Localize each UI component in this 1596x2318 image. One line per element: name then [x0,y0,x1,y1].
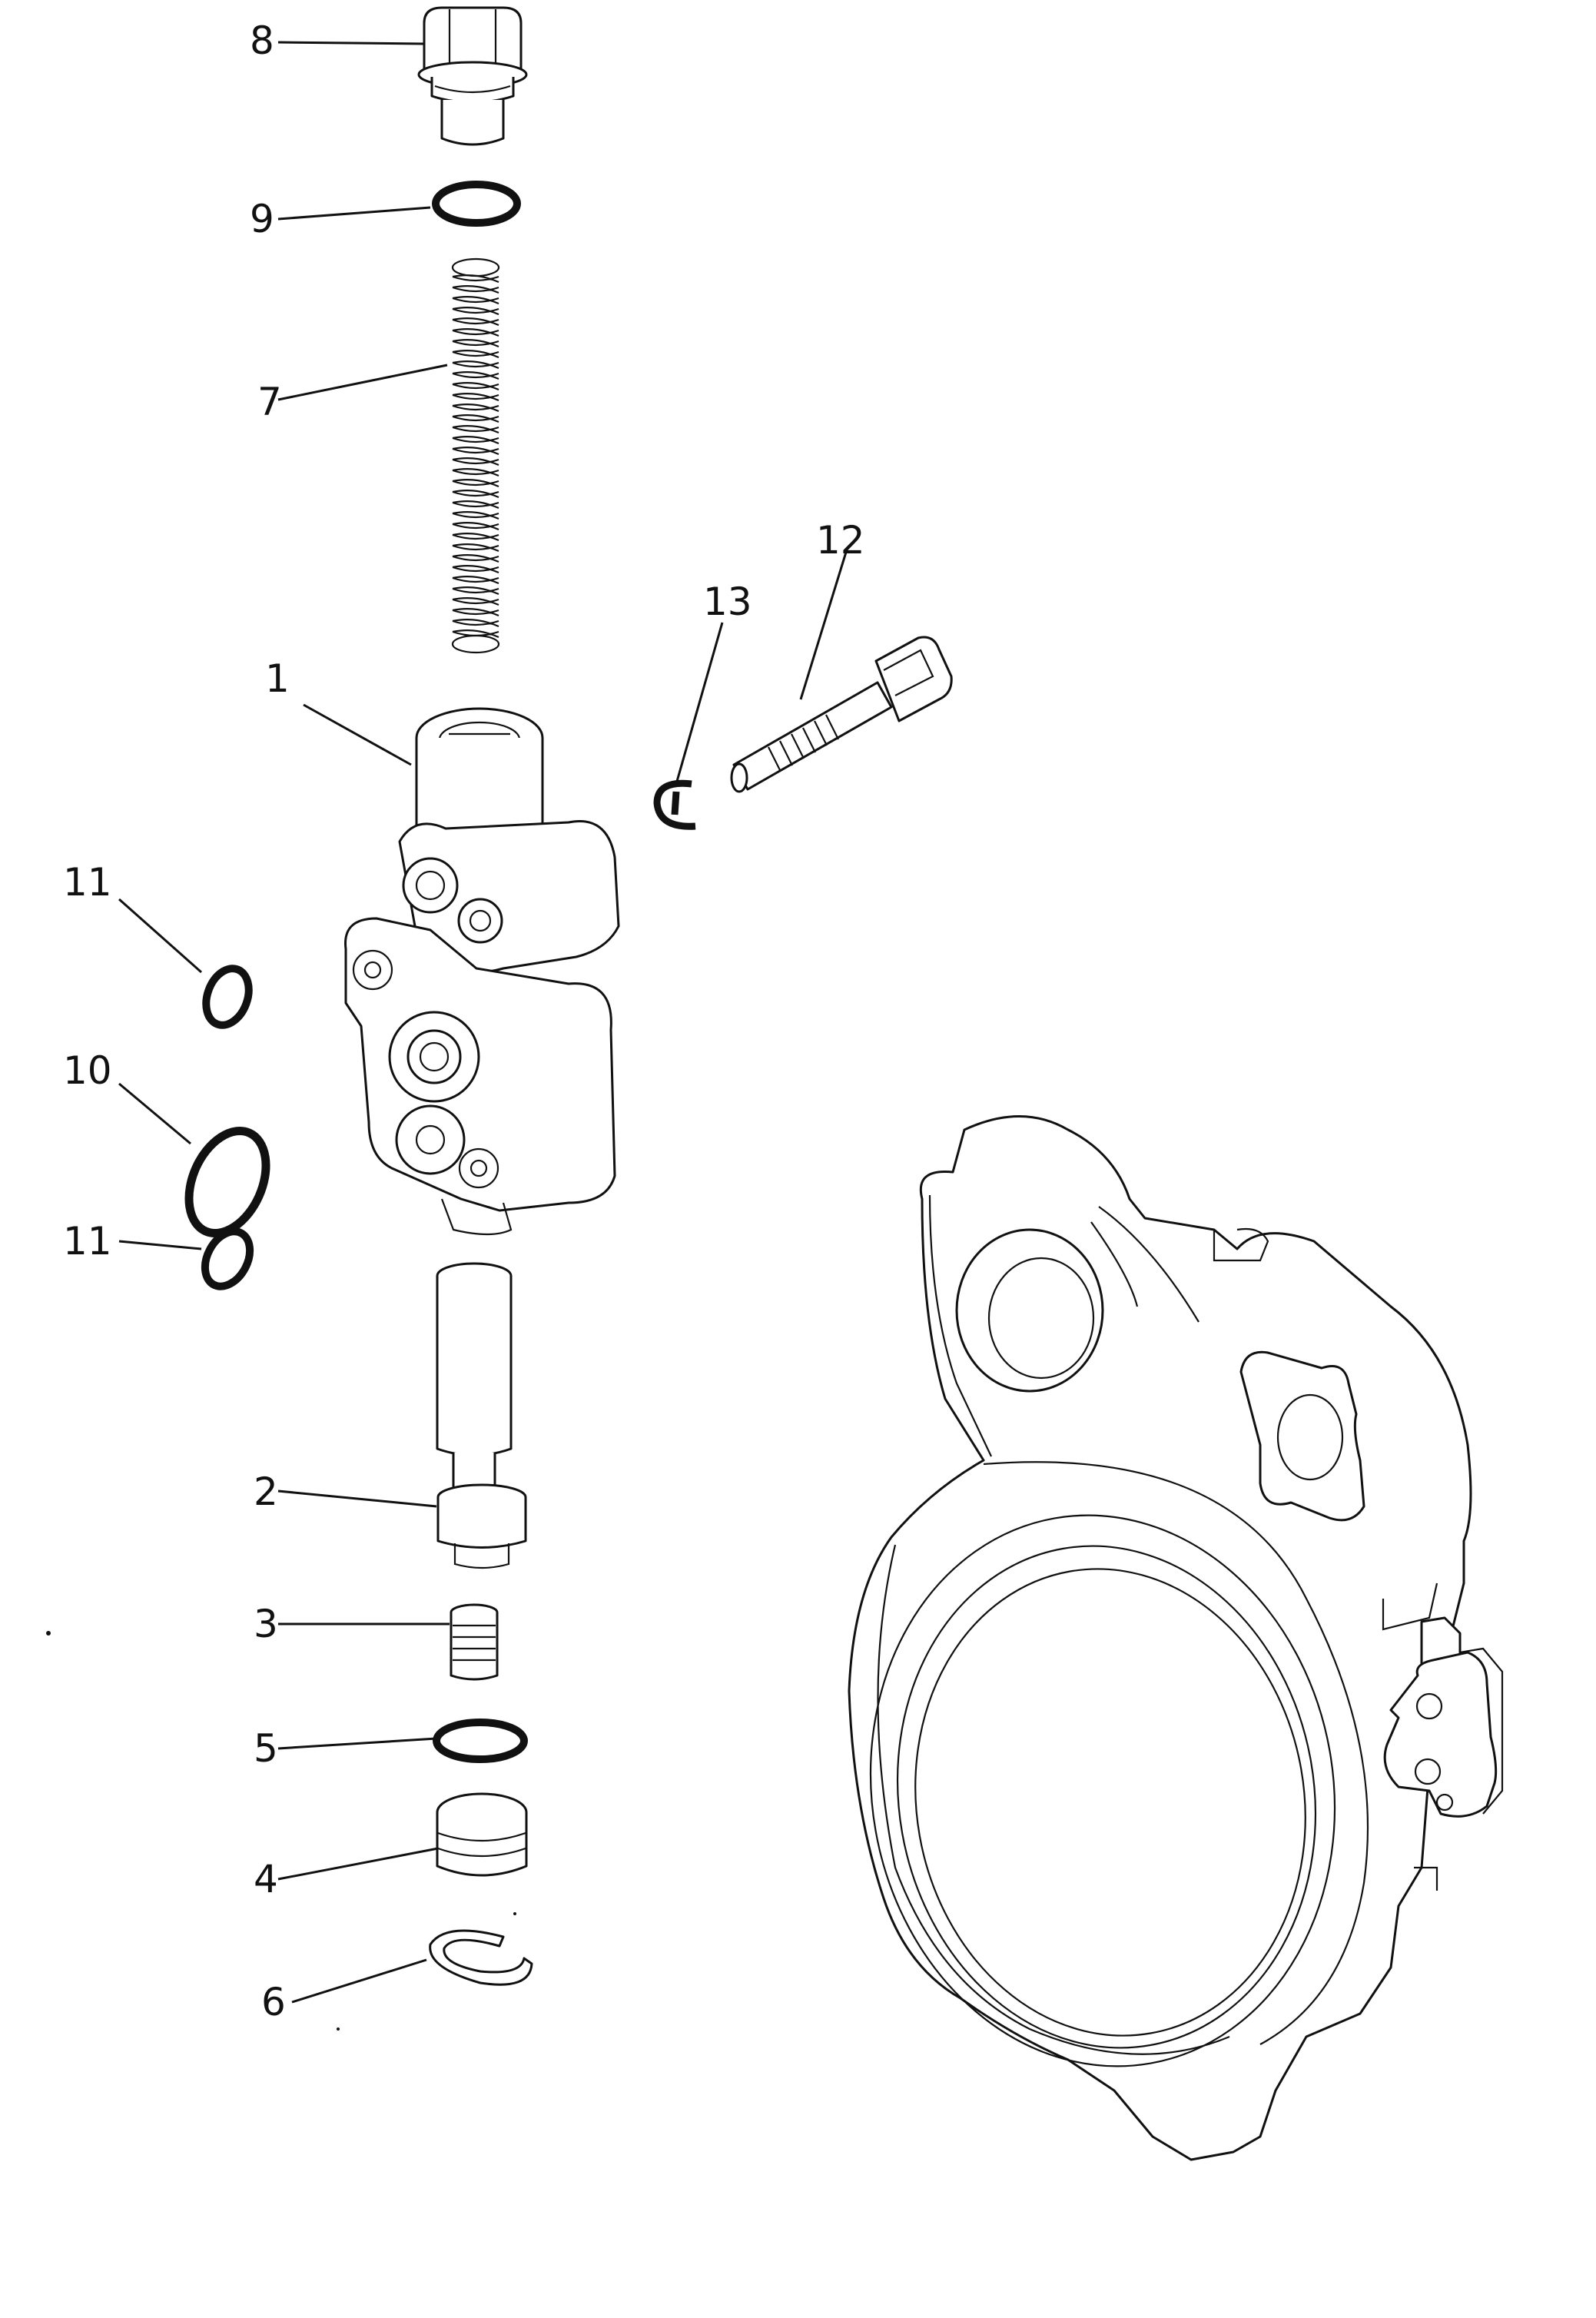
callout-11-upper: 11 [63,860,112,905]
callout-4: 4 [254,1857,278,1901]
plug-part-8 [417,6,528,146]
o-ring-part-10 [184,1126,270,1238]
bolt-part-12 [730,636,953,793]
callout-labels: 8 9 7 12 13 1 11 10 11 2 3 5 4 6 [63,18,865,2024]
snap-ring-part-6 [429,1929,533,1986]
housing [848,1115,1504,2161]
spring-part-7 [451,257,500,654]
o-ring-part-9 [432,181,521,227]
callout-2: 2 [254,1470,278,1514]
callout-6: 6 [261,1980,286,2024]
callout-10: 10 [63,1048,112,1093]
o-ring-part-11-upper [202,965,253,1029]
callout-3: 3 [254,1602,278,1646]
callout-12: 12 [816,518,865,563]
callout-7: 7 [257,380,282,424]
valve-body-part-1 [344,707,620,1236]
o-ring-part-11-lower [201,1227,254,1290]
callout-1: 1 [265,656,290,701]
callout-13: 13 [703,580,752,624]
snap-ring-part-13 [653,779,696,830]
callout-8: 8 [250,18,274,63]
leader-lines [118,41,849,2004]
callout-9: 9 [250,197,274,241]
spring-part-3 [450,1603,499,1681]
o-ring-part-5 [433,1719,528,1763]
callout-5: 5 [254,1726,278,1771]
callout-11-lower: 11 [63,1219,112,1264]
plug-part-4 [436,1792,528,1877]
scan-specks [46,1631,516,2031]
spool-part-2 [436,1262,527,1569]
